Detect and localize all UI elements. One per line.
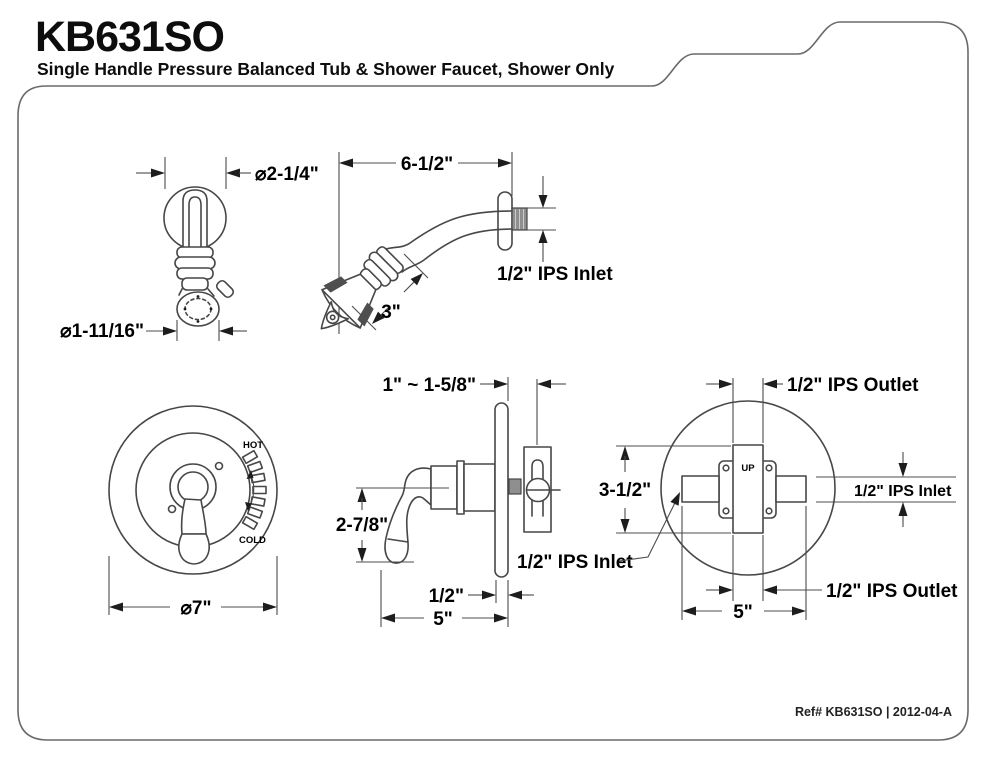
dim-body-height: 3-1/2": [599, 480, 651, 501]
dim-escutcheon-diameter: ⌀2-1/4": [255, 164, 319, 185]
view-valve-rear: UP 3-1/2" 1/2" IPS Outlet 1/2" IPS Inlet: [599, 375, 958, 623]
trim-handle: [178, 498, 210, 565]
sheet-border: [17, 21, 969, 741]
showerhead-face: [176, 291, 220, 327]
rear-plate-outline: [660, 400, 836, 576]
view-valve-trim-front: HOT COLD ⌀7": [108, 405, 278, 619]
trim-plate-side: [494, 402, 509, 578]
page-subtitle: Single Handle Pressure Balanced Tub & Sh…: [37, 59, 615, 79]
inlet-pipe-left: [681, 475, 720, 503]
temperature-limit-ticks: [241, 449, 267, 531]
trim-plate-outer: [108, 405, 278, 575]
dim-arm-reach: 6-1/2": [401, 154, 453, 175]
dim-valve-width: 5": [733, 602, 753, 623]
valve-body-rear: [732, 444, 764, 534]
label-hot: HOT: [243, 440, 263, 451]
label-outlet-top: 1/2" IPS Outlet: [787, 375, 919, 396]
dim-plate-thickness: 1/2": [429, 586, 464, 607]
label-arm-inlet: 1/2" IPS Inlet: [497, 264, 613, 285]
valve-body: [463, 463, 496, 512]
reference-number: Ref# KB631SO | 2012-04-A: [794, 705, 952, 719]
label-inlet-right: 1/2" IPS Inlet: [854, 483, 952, 500]
dim-plate-diameter: ⌀7": [180, 598, 211, 619]
label-up: UP: [741, 463, 755, 474]
dim-valve-depth: 5": [433, 609, 453, 630]
dim-head-diameter: ⌀1-11/16": [60, 321, 144, 342]
view-showerhead-front: ⌀2-1/4": [60, 157, 319, 342]
view-shower-arm-side: 6-1/2" 1/2" IPS Inlet: [320, 152, 613, 334]
dim-wall-thickness-range: 1" ~ 1-5/8": [382, 375, 476, 396]
dim-handle-drop: 2-7/8": [336, 515, 388, 536]
showerhead-knob: [215, 279, 235, 299]
page-title: KB631SO: [35, 13, 225, 61]
valve-handle: [384, 467, 432, 564]
inlet-pipe-right: [775, 475, 807, 503]
label-cold: COLD: [239, 535, 266, 546]
view-valve-side: 1" ~ 1-5/8" 2-7/8": [336, 375, 680, 630]
showerhead-side: [320, 246, 404, 330]
dim-head-length: 3": [381, 302, 401, 323]
label-outlet-bottom: 1/2" IPS Outlet: [826, 581, 958, 602]
arm-flange: [497, 191, 513, 251]
label-valve-inlet: 1/2" IPS Inlet: [517, 552, 633, 573]
